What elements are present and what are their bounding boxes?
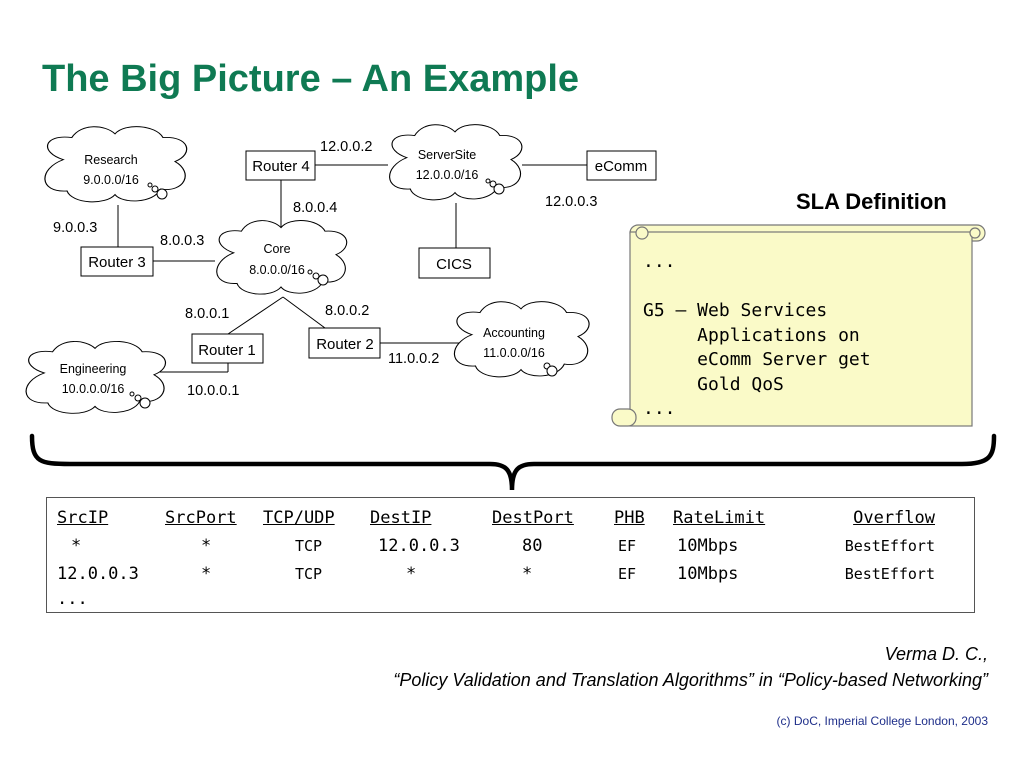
citation-author: Verma D. C., bbox=[884, 644, 988, 664]
table-more-rows: ... bbox=[57, 589, 88, 609]
sla-heading: SLA Definition bbox=[796, 189, 947, 214]
router-2-box bbox=[308, 327, 381, 359]
table-cell: * bbox=[71, 536, 82, 556]
column-header: SrcPort bbox=[165, 508, 237, 528]
cloud-engineering-subnet: 10.0.0.0/16 bbox=[62, 382, 125, 396]
router-4-box bbox=[245, 150, 316, 181]
address-label: 11.0.0.2 bbox=[388, 351, 439, 367]
table-cell: BestEffort bbox=[844, 537, 935, 555]
table-cell: 12.0.0.3 bbox=[57, 564, 139, 584]
router-3-box bbox=[80, 246, 154, 277]
column-header: RateLimit bbox=[673, 508, 766, 528]
column-header: SrcIP bbox=[57, 508, 109, 528]
table-cell: 10Mbps bbox=[677, 564, 739, 584]
cloud-accounting-subnet: 11.0.0.0/16 bbox=[483, 346, 545, 360]
router-4-label: Router 4 bbox=[252, 158, 310, 175]
grouping-brace bbox=[29, 433, 997, 491]
link-core-router1 bbox=[227, 296, 284, 335]
router-1-label: Router 1 bbox=[198, 342, 256, 359]
column-header: DestPort bbox=[492, 508, 574, 528]
table-cell: TCP bbox=[295, 537, 323, 555]
cloud-research-subnet: 9.0.0.0/16 bbox=[83, 173, 139, 187]
table-cell: 10Mbps bbox=[677, 536, 739, 556]
table-cell: 12.0.0.3 bbox=[378, 536, 460, 556]
cloud-bubbles bbox=[129, 178, 558, 409]
table-cell: * bbox=[201, 536, 212, 556]
address-label: 12.0.0.2 bbox=[320, 139, 372, 155]
copyright-notice: (c) DoC, Imperial College London, 2003 bbox=[776, 714, 988, 728]
page-title: The Big Picture – An Example bbox=[42, 58, 580, 100]
cloud-core-name: Core bbox=[263, 242, 290, 256]
address-label: 8.0.0.1 bbox=[185, 306, 229, 322]
router-3-label: Router 3 bbox=[88, 254, 146, 271]
table-cell: EF bbox=[618, 565, 637, 583]
table-header-row: SrcIP SrcPort TCP/UDP DestIP DestPort PH… bbox=[57, 504, 935, 532]
cloud-research-name: Research bbox=[84, 153, 138, 167]
sla-scroll bbox=[611, 224, 986, 427]
address-label: 8.0.0.2 bbox=[325, 303, 369, 319]
table-cell: TCP bbox=[295, 565, 323, 583]
address-label: 12.0.0.3 bbox=[545, 194, 597, 210]
cloud-serversite-name: ServerSite bbox=[418, 148, 476, 162]
table-cell: BestEffort bbox=[844, 565, 935, 583]
column-header: DestIP bbox=[370, 508, 432, 528]
column-header: PHB bbox=[614, 508, 645, 528]
ecomm-box bbox=[586, 150, 657, 181]
router-2-label: Router 2 bbox=[316, 336, 374, 353]
cloud-engineering-name: Engineering bbox=[60, 362, 127, 376]
table-cell: * bbox=[522, 564, 533, 584]
cloud-serversite-subnet: 12.0.0.0/16 bbox=[416, 168, 479, 182]
table-row: * * TCP 12.0.0.3 80 EF 10Mbps BestEffort bbox=[57, 532, 935, 560]
link-core-router2 bbox=[282, 296, 326, 329]
table-cell: 80 bbox=[522, 536, 543, 556]
cics-box bbox=[418, 247, 491, 279]
table-row: 12.0.0.3 * TCP * * EF 10Mbps BestEffort bbox=[57, 560, 935, 588]
network-links bbox=[117, 164, 587, 373]
rules-table-box: SrcIP SrcPort TCP/UDP DestIP DestPort PH… bbox=[46, 497, 975, 613]
ecomm-label: eComm bbox=[595, 158, 648, 175]
address-label: 8.0.0.3 bbox=[160, 233, 204, 249]
cics-label: CICS bbox=[436, 256, 472, 273]
address-label: 9.0.0.3 bbox=[53, 220, 97, 236]
table-cell: EF bbox=[618, 537, 637, 555]
address-label: 10.0.0.1 bbox=[187, 383, 239, 399]
citation-work: “Policy Validation and Translation Algor… bbox=[393, 670, 988, 690]
rules-table: SrcIP SrcPort TCP/UDP DestIP DestPort PH… bbox=[57, 504, 935, 588]
address-label: 8.0.0.4 bbox=[293, 200, 337, 216]
table-cell: * bbox=[201, 564, 212, 584]
cloud-accounting-name: Accounting bbox=[483, 326, 545, 340]
column-header: Overflow bbox=[853, 508, 935, 528]
cloud-core-subnet: 8.0.0.0/16 bbox=[249, 263, 305, 277]
sla-text: ... G5 – Web Services Applications on eC… bbox=[643, 251, 871, 419]
table-cell: * bbox=[406, 564, 417, 584]
column-header: TCP/UDP bbox=[263, 508, 335, 528]
router-1-box bbox=[191, 333, 264, 364]
